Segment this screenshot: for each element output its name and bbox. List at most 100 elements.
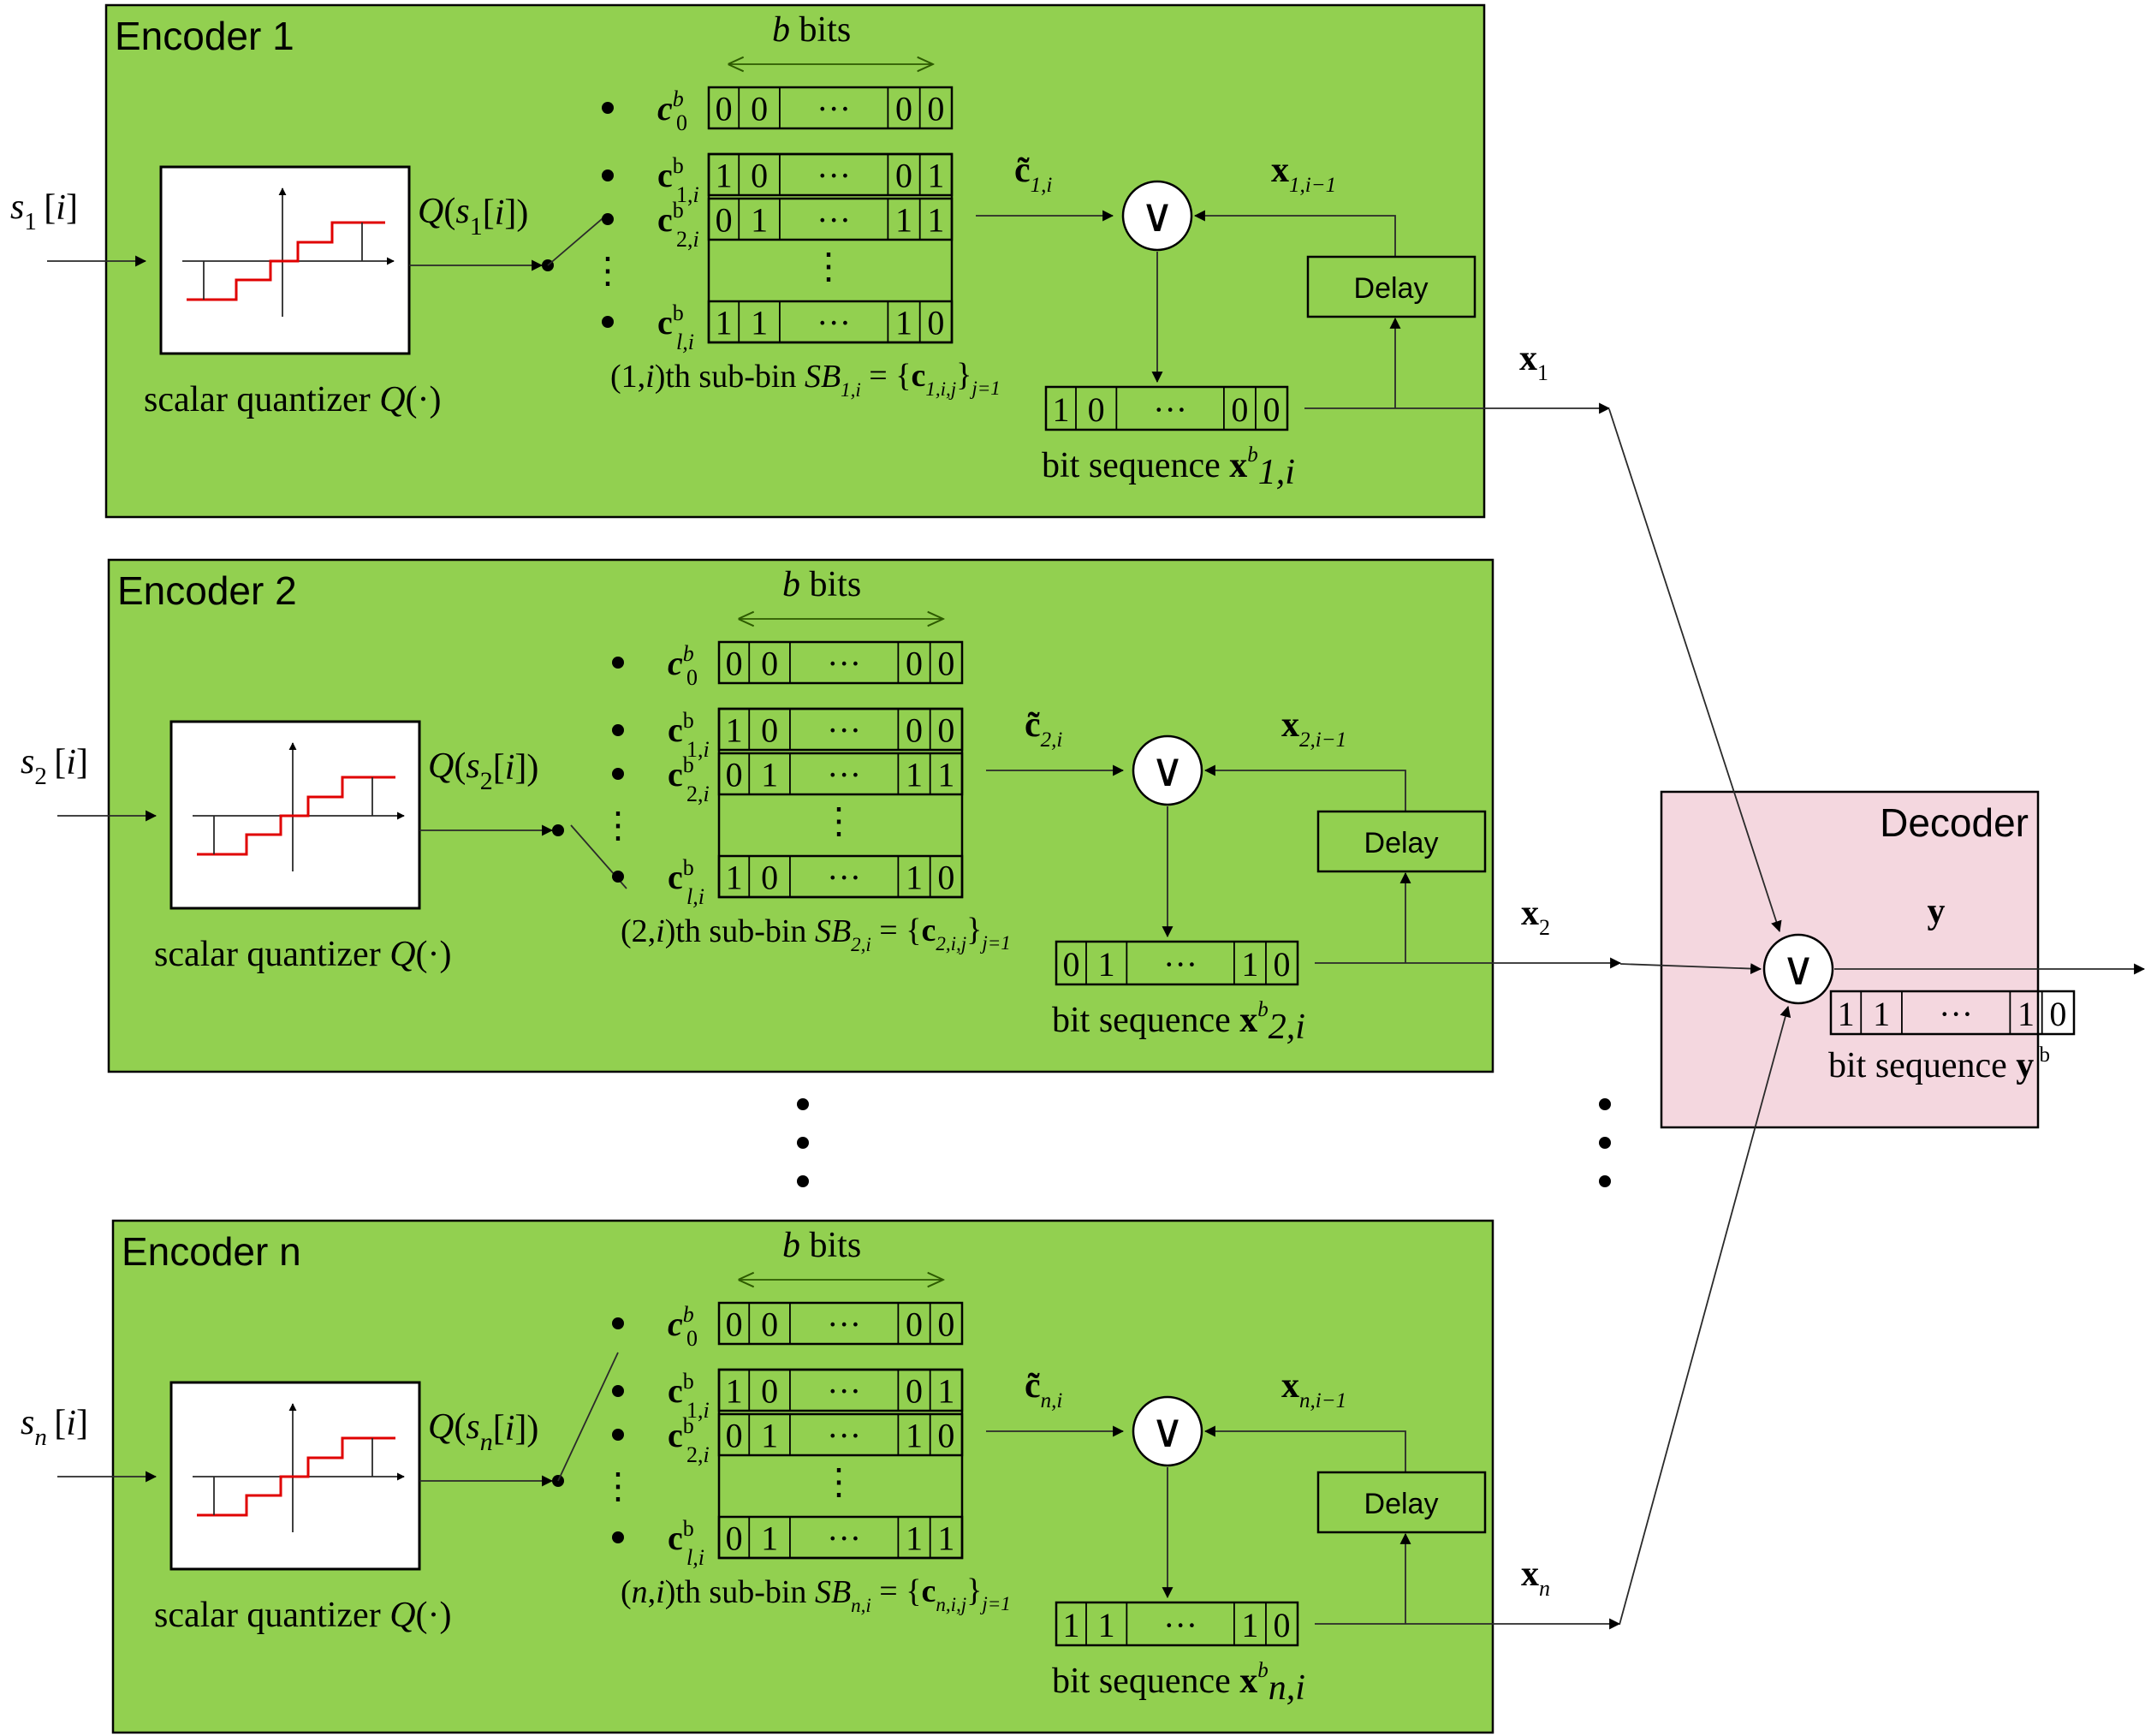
codeword-bullet (602, 102, 614, 114)
feedback-wire (1203, 1425, 1406, 1472)
decoder-bit-sequence-cells-cell-3: 1 (2017, 995, 2035, 1033)
subbin-label: (1,i)th sub-bin SB1,i = {c1,i,j}j=1 (610, 357, 1001, 401)
bit-sequence-cells-cell-3: 0 (1231, 390, 1248, 429)
codeword-bullet (612, 1385, 624, 1397)
bit-sequence-cells-cell-4: 0 (1263, 390, 1280, 429)
codeword-row-1-cell-3: 0 (906, 1371, 923, 1410)
encoder-1: Encoder 1s1 [i]scalar quantizer Q(·)Q(s1… (10, 3, 1611, 519)
or-gate (1132, 734, 1203, 806)
codeword-row-3-cell-2: ··· (817, 303, 851, 342)
codeword-bullet (612, 657, 624, 669)
encoder-3: Encoder nsn [i]scalar quantizer Q(·)Q(sn… (21, 1219, 1621, 1734)
codeword-row-3-cell-4: 0 (927, 303, 944, 342)
bit-sequence-cells-cell-2: ··· (1153, 390, 1187, 429)
codeword-row-1-cell-4: 0 (937, 710, 954, 749)
bit-sequence-label: bit sequence xb1,i (1042, 443, 1295, 492)
quantizer-caption: scalar quantizer Q(·) (154, 1596, 452, 1635)
bit-sequence-cells-cell-1: 1 (1098, 945, 1115, 984)
bit-sequence-label: bit sequence xbn,i (1052, 1659, 1305, 1708)
feedback-label: x2,i−1 (1281, 705, 1346, 752)
decoder-bit-sequence-cells-cell-1: 1 (1873, 995, 1890, 1033)
codeword-row-0-cell-2: ··· (817, 89, 851, 128)
bit-sequence-cells-cell-2: ··· (1163, 945, 1197, 984)
codeword-row-3-cell-2: ··· (827, 858, 861, 896)
input-label: sn [i] (21, 1403, 88, 1451)
subbin-vdots: ⋮ (821, 1463, 857, 1502)
codeword-row-1-cell-3: 0 (906, 710, 923, 749)
codeword-row-3-cell-0: 0 (726, 1519, 743, 1557)
subbin-vdots: ⋮ (821, 802, 857, 841)
or-symbol: ∨ (1150, 1406, 1185, 1457)
codeword-row-1-cell-2: ··· (827, 710, 861, 749)
output-label: xn (1521, 1555, 1550, 1601)
codeword-row-1-cell-2: ··· (817, 156, 851, 194)
codeword-row-1-cell-3: 0 (895, 156, 912, 194)
codeword-row-3-cell-3: 1 (906, 1519, 923, 1557)
codeword-row-0-cell-1: 0 (761, 1305, 778, 1343)
codeword-bullet (602, 316, 614, 328)
codeword-bullet (612, 1531, 624, 1543)
c-tilde-label: c̃n,i (1025, 1366, 1062, 1412)
continuation-dot (1599, 1098, 1611, 1110)
codeword-row-1-cell-0: 1 (726, 710, 743, 749)
feedback-wire (1203, 764, 1406, 812)
codeword-row-0-cell-3: 0 (906, 1305, 923, 1343)
quantized-label: Q(s1[i]) (418, 192, 528, 241)
codeword-vdots: ⋮ (600, 806, 636, 846)
delay-block (1316, 810, 1487, 873)
codeword-row-2-cell-1: 1 (761, 755, 778, 794)
output-label: x1 (1519, 339, 1548, 385)
subbin-frame (707, 152, 954, 344)
decoder-title: Decoder (1880, 800, 2029, 845)
codeword-row-1-cell-1: 0 (751, 156, 768, 194)
continuation-dot (1599, 1175, 1611, 1187)
codeword-bullet (602, 169, 614, 181)
feedback-wire (1193, 210, 1396, 257)
codeword-row-3-cell-3: 1 (895, 303, 912, 342)
codeword-row-2-cell-2: ··· (817, 200, 851, 239)
quantizer-staircase (197, 1436, 395, 1517)
codeword-row-1-cell-1: 0 (761, 1371, 778, 1410)
c-tilde-label: c̃1,i (1014, 151, 1052, 197)
codeword-row-0-frame (707, 86, 954, 130)
codeword-row-0-frame (717, 1301, 964, 1346)
codeword-row-2-cell-0: 0 (726, 755, 743, 794)
subbin-label: (n,i)th sub-bin SBn,i = {cn,i,j}j=1 (621, 1573, 1011, 1616)
input-label: s1 [i] (10, 187, 78, 235)
delay-label: Delay (1364, 827, 1439, 859)
codeword-row-0-cell-3: 0 (895, 89, 912, 128)
decoder-bit-sequence-cells-frame (1829, 990, 2076, 1036)
bit-sequence-cells-frame (1044, 385, 1289, 431)
or-gate (1132, 1395, 1203, 1467)
xn-to-decoder-arrow (1619, 1005, 1792, 1626)
codeword-row-3-cell-1: 1 (761, 1519, 778, 1557)
codeword-row-3-cell-2: ··· (827, 1519, 861, 1557)
delay-label: Delay (1354, 272, 1429, 305)
codeword-row-3-cell-1: 0 (761, 858, 778, 896)
codeword-row-3-cell-0: 1 (716, 303, 733, 342)
decoder-bit-sequence-cells-cell-0: 1 (1838, 995, 1855, 1033)
codeword-row-2-cell-0: 0 (726, 1416, 743, 1454)
continuation-dot (1599, 1137, 1611, 1149)
bit-sequence-cells-cell-4: 0 (1273, 945, 1290, 984)
codeword-row-0-cell-2: ··· (827, 1305, 861, 1343)
codeword-row-1-cell-1: 0 (761, 710, 778, 749)
feedback-label: xn,i−1 (1281, 1366, 1346, 1412)
codeword-row-1-cell-4: 1 (927, 156, 944, 194)
codeword-row-2-cell-1: 1 (751, 200, 768, 239)
codeword-row-2-cell-4: 0 (937, 1416, 954, 1454)
quantized-label: Q(s2[i]) (428, 746, 538, 795)
codeword-bullet (612, 1429, 624, 1441)
codeword-row-3-cell-3: 1 (906, 858, 923, 896)
quantizer-staircase (187, 221, 385, 301)
codeword-row-0-cell-1: 0 (761, 644, 778, 682)
